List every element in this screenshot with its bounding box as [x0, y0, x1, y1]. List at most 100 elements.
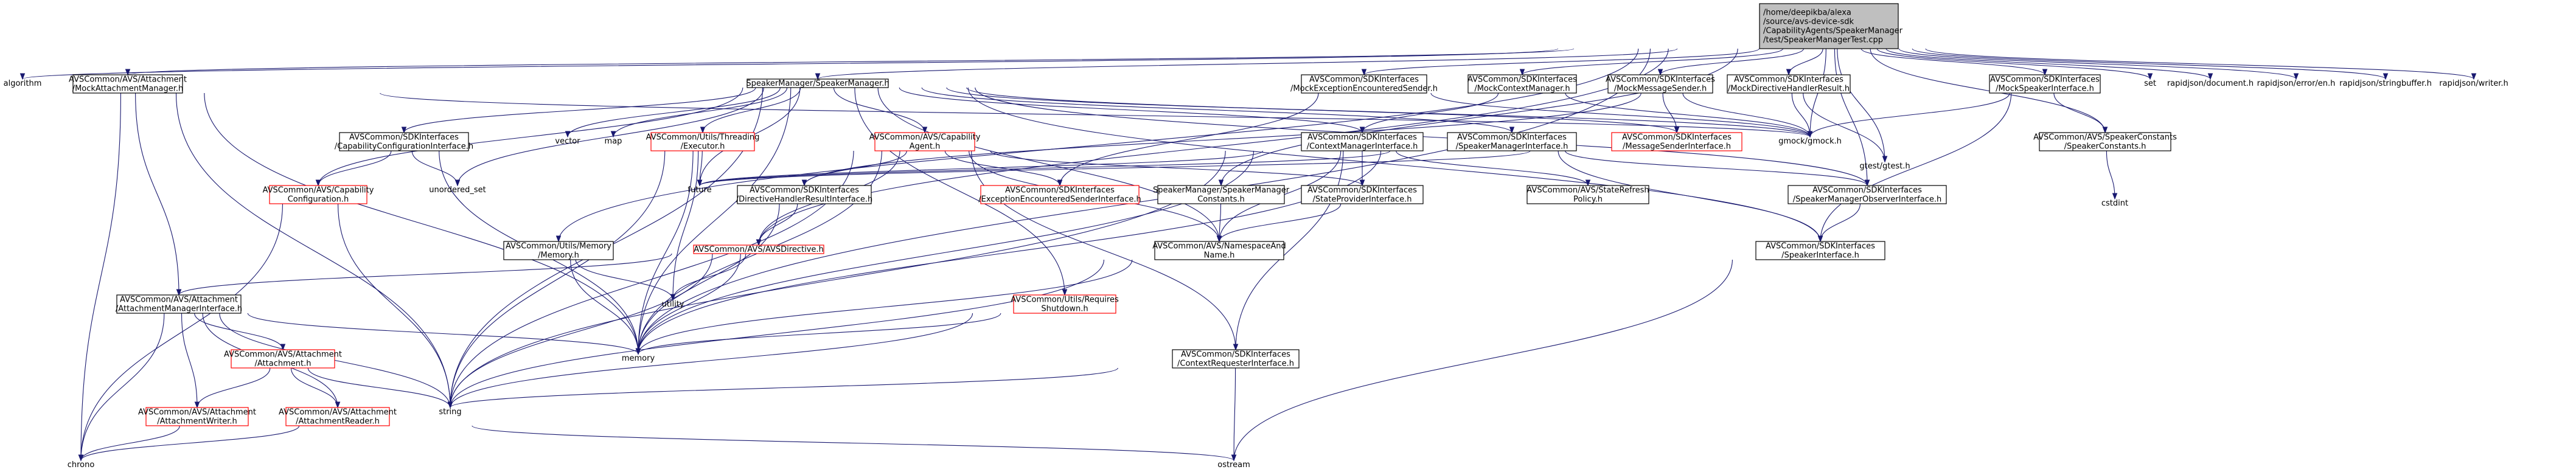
- edge-arrowhead: [2147, 73, 2153, 80]
- node-label: future: [688, 185, 711, 195]
- node-label: /source/avs-device-sdk: [1763, 18, 1854, 27]
- node-label: /ContextRequesterInterface.h: [1177, 359, 1294, 369]
- edge-arrowhead: [756, 239, 762, 246]
- edge-mockspkiface-to-spkiface: [1820, 92, 2012, 242]
- node-memory[interactable]: memory: [622, 354, 655, 363]
- node-mockmsgsender[interactable]: AVSCommon/SDKInterfaces/MockMessageSende…: [1606, 74, 1715, 94]
- node-stateprovider[interactable]: AVSCommon/SDKInterfaces/StateProviderInt…: [1301, 185, 1424, 204]
- node-attreader[interactable]: AVSCommon/AVS/Attachment/AttachmentReade…: [279, 407, 397, 426]
- node-label: chrono: [68, 460, 95, 470]
- node-label: /AttachmentReader.h: [296, 417, 380, 426]
- node-mockspkiface[interactable]: AVSCommon/SDKInterfaces/MockSpeakerInter…: [1989, 74, 2101, 94]
- node-spkmgriface[interactable]: AVSCommon/SDKInterfaces/SpeakerManagerIn…: [1447, 132, 1577, 151]
- edge-arrowhead: [1231, 454, 1237, 462]
- edge-capagent-to-excsenderiface: [944, 150, 1060, 186]
- edge-ctxmgriface-to-future: [699, 150, 1264, 186]
- node-root[interactable]: /home/deepikba/alexa/source/avs-device-s…: [1759, 3, 1903, 49]
- node-gtest[interactable]: gtest/gtest.h: [1859, 162, 1910, 171]
- edge-mockexcsender-to-gmock: [1430, 92, 1811, 137]
- node-label: /test/SpeakerManagerTest.cpp: [1763, 36, 1883, 45]
- node-mockattmgr[interactable]: AVSCommon/AVS/Attachment/MockAttachmentM…: [69, 74, 187, 94]
- node-box: [269, 185, 367, 204]
- node-label: /CapabilityConfigurationInterface.h: [335, 142, 473, 151]
- edge-arrowhead: [610, 131, 616, 138]
- node-utility[interactable]: utility: [662, 300, 684, 309]
- node-label: AVSCommon/SDKInterfaces: [1181, 350, 1290, 359]
- node-rjerr[interactable]: rapidjson/error/en.h: [2257, 79, 2336, 88]
- edge-mockdirresult-to-gmock: [1791, 92, 1811, 137]
- node-dirresultiface[interactable]: AVSCommon/SDKInterfaces/DirectiveHandler…: [736, 185, 873, 204]
- edge-attachment-to-string: [307, 367, 451, 408]
- node-label: cstdint: [2101, 199, 2128, 208]
- node-future[interactable]: future: [688, 185, 711, 195]
- node-avsdirective[interactable]: AVSCommon/AVS/AVSDirective.h: [693, 244, 824, 254]
- node-rjdoc[interactable]: rapidjson/document.h: [2167, 79, 2254, 88]
- node-chrono[interactable]: chrono: [68, 460, 95, 470]
- edge-mockattmgr-to-memory: [204, 92, 639, 355]
- node-label: SpeakerManager/SpeakerManager: [1153, 186, 1290, 195]
- node-label: AVSCommon/SDKInterfaces: [1766, 242, 1875, 251]
- node-ctxrequester[interactable]: AVSCommon/SDKInterfaces/ContextRequester…: [1172, 349, 1300, 369]
- node-spkiface[interactable]: AVSCommon/SDKInterfaces/SpeakerInterface…: [1755, 241, 1885, 260]
- node-mockexcsender[interactable]: AVSCommon/SDKInterfaces/MockExceptionEnc…: [1290, 74, 1438, 94]
- node-label: SpeakerManager/SpeakerManager.h: [746, 79, 889, 88]
- node-capconfig[interactable]: AVSCommon/AVS/CapabilityConfiguration.h: [263, 185, 374, 204]
- node-box: [1989, 74, 2101, 94]
- edge-dirresultiface-to-avsdirective: [758, 203, 798, 246]
- edge-arrowhead: [555, 235, 562, 243]
- edge-spkmgrobserver-to-spkiface: [1820, 203, 1861, 242]
- node-attmgriface[interactable]: AVSCommon/AVS/Attachment/AttachmentManag…: [116, 294, 242, 314]
- node-cstdint[interactable]: cstdint: [2101, 199, 2128, 208]
- node-spkconstants[interactable]: AVSCommon/AVS/SpeakerConstants/SpeakerCo…: [2033, 132, 2177, 151]
- node-capagent[interactable]: AVSCommon/AVS/CapabilityAgent.h: [869, 132, 981, 151]
- node-utilsmemory[interactable]: AVSCommon/Utils/Memory/Memory.h: [503, 241, 614, 260]
- node-attachment[interactable]: AVSCommon/AVS/Attachment/Attachment.h: [224, 349, 342, 369]
- edge-root-to-mockattmgr: [127, 48, 1575, 75]
- node-ostream[interactable]: ostream: [1217, 460, 1250, 470]
- edge-arrowhead: [700, 127, 706, 134]
- node-rjsb[interactable]: rapidjson/stringbuffer.h: [2339, 79, 2432, 88]
- node-algorithm[interactable]: algorithm: [4, 79, 42, 88]
- node-attwriter[interactable]: AVSCommon/AVS/Attachment/AttachmentWrite…: [138, 407, 256, 426]
- edge-nsname-to-memory: [638, 259, 1133, 355]
- node-map[interactable]: map: [605, 137, 622, 146]
- edge-mockattmgr-to-attmgriface: [135, 92, 179, 296]
- node-executor[interactable]: AVSCommon/Utils/Threading/Executor.h: [646, 132, 760, 151]
- node-ctxmgriface[interactable]: AVSCommon/SDKInterfaces/ContextManagerIn…: [1301, 132, 1424, 151]
- node-spkmgr[interactable]: SpeakerManager/SpeakerManager.h: [746, 78, 889, 88]
- node-excsenderiface[interactable]: AVSCommon/SDKInterfaces/ExceptionEncount…: [978, 185, 1141, 204]
- node-label: Policy.h: [1573, 195, 1603, 204]
- node-box: [737, 185, 872, 204]
- node-capcfgiface[interactable]: AVSCommon/SDKInterfaces/CapabilityConfig…: [335, 132, 473, 151]
- edge-arrowhead: [2112, 193, 2118, 200]
- node-msgsenderiface[interactable]: AVSCommon/SDKInterfaces/MessageSenderInt…: [1611, 132, 1742, 151]
- node-rjwriter[interactable]: rapidjson/writer.h: [2439, 79, 2508, 88]
- edge-spkmgriface-to-spkiface: [1558, 150, 1821, 242]
- node-unorderedset[interactable]: unordered_set: [429, 185, 486, 195]
- node-label: /StateProviderInterface.h: [1313, 195, 1412, 204]
- node-set[interactable]: set: [2144, 79, 2156, 88]
- edge-msgsenderiface-to-future: [699, 150, 1531, 186]
- node-mockctxmgr[interactable]: AVSCommon/SDKInterfaces/MockContextManag…: [1467, 74, 1577, 94]
- node-vector[interactable]: vector: [555, 137, 580, 146]
- edge-spkmgr-to-executor: [702, 87, 801, 133]
- edge-arrowhead: [697, 179, 703, 187]
- edge-avsdirective-to-utility: [672, 253, 747, 300]
- node-string[interactable]: string: [439, 407, 461, 417]
- node-box: [1301, 185, 1424, 204]
- node-box: [1467, 74, 1577, 94]
- edge-root-to-gtest: [1837, 48, 1885, 162]
- edge-root-to-algorithm: [22, 48, 1559, 80]
- edge-spkmgr-to-unorderedset: [457, 87, 764, 186]
- node-box: [1759, 3, 1899, 49]
- node-spkmgrobserver[interactable]: AVSCommon/SDKInterfaces/SpeakerManagerOb…: [1788, 185, 1947, 204]
- node-mockdirresult[interactable]: AVSCommon/SDKInterfaces/MockDirectiveHan…: [1727, 74, 1851, 94]
- node-box: [1157, 185, 1285, 204]
- edge-capconfig-to-chrono: [80, 203, 284, 461]
- edge-arrowhead: [2383, 73, 2389, 80]
- node-gmock[interactable]: gmock/gmock.h: [1778, 137, 1842, 146]
